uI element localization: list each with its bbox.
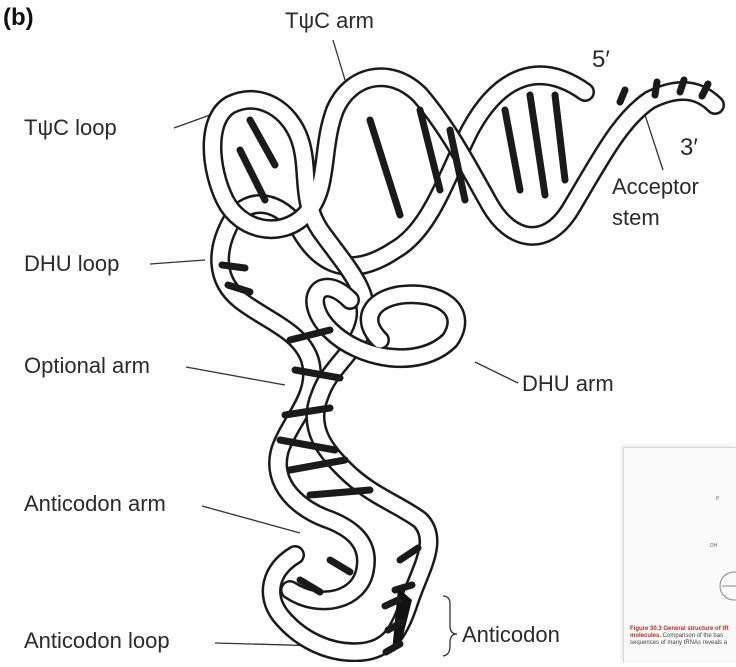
- label-dhu-loop: DHU loop: [24, 253, 119, 275]
- label-tpsic-loop: TψC loop: [24, 117, 117, 139]
- anticodon-brace: [443, 596, 457, 656]
- rung: [250, 120, 275, 165]
- acceptor-base: [680, 80, 684, 92]
- acceptor-base: [655, 82, 657, 95]
- label-dhu-arm: DHU arm: [522, 373, 614, 395]
- label-anticodon-loop: Anticodon loop: [24, 630, 170, 652]
- rung: [222, 265, 245, 268]
- inset-mini-mark: P: [716, 496, 719, 502]
- rung: [555, 95, 565, 180]
- inset-caption-bold: Figure 30.3 General structure of tR: [630, 626, 729, 632]
- leader-tpsic-arm: [333, 40, 345, 80]
- inset-mini-figure: [624, 558, 736, 618]
- anticodon-base: [385, 600, 398, 606]
- acceptor-base: [620, 90, 625, 102]
- label-tpsic-arm: TψC arm: [285, 10, 374, 32]
- label-three-prime: 3′: [680, 136, 698, 160]
- label-acceptor-stem-line2: stem: [612, 207, 660, 229]
- leader-acceptor-stem: [645, 115, 663, 170]
- label-anticodon-arm: Anticodon arm: [24, 493, 166, 515]
- base-pair-rungs: [222, 95, 565, 592]
- rung: [310, 490, 370, 495]
- label-optional-arm: Optional arm: [24, 355, 150, 377]
- leader-dhu-arm: [475, 362, 518, 383]
- backbone-strand-a: [220, 75, 585, 600]
- rung: [530, 95, 545, 195]
- leader-tpsic-loop: [174, 115, 210, 128]
- panel-label: (b): [3, 4, 34, 32]
- leader-anticodon-arm: [202, 506, 300, 533]
- inset-caption-bold2: molecules.: [630, 633, 661, 639]
- label-five-prime: 5′: [592, 48, 610, 72]
- leader-dhu-loop: [150, 260, 205, 264]
- inset-mini-mark: DH: [710, 543, 717, 549]
- leader-optional-arm: [186, 367, 285, 385]
- rung: [370, 120, 400, 215]
- dhu-arm-loop: [315, 288, 456, 359]
- inset-caption: Figure 30.3 General structure of tR mole…: [630, 626, 734, 647]
- rung: [505, 110, 520, 190]
- label-anticodon: Anticodon: [462, 624, 560, 646]
- rung: [330, 560, 350, 572]
- rung: [395, 585, 412, 590]
- label-acceptor-stem-line1: Acceptor: [612, 176, 699, 198]
- rung: [240, 150, 265, 200]
- background-inset-page: P DH Figure 30.3 General structure of tR…: [623, 447, 736, 663]
